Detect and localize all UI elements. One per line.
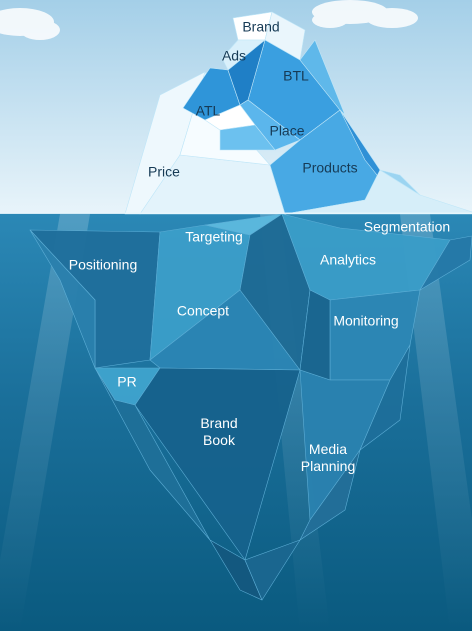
- label-positioning: Positioning: [68, 256, 138, 273]
- label-media-planning: Media Planning: [300, 441, 356, 474]
- label-segmentation: Segmentation: [363, 218, 451, 235]
- cloud-right: [312, 0, 418, 28]
- label-price: Price: [148, 163, 180, 180]
- label-brand-book: Brand Book: [200, 415, 238, 448]
- label-concept: Concept: [176, 302, 230, 319]
- label-pr: PR: [117, 373, 137, 390]
- label-place: Place: [269, 122, 305, 139]
- label-ads: Ads: [221, 47, 247, 64]
- label-analytics: Analytics: [319, 251, 377, 268]
- iceberg-base: [29, 213, 472, 601]
- label-products: Products: [302, 159, 358, 176]
- label-targeting: Targeting: [185, 228, 243, 245]
- cloud-left: [0, 8, 60, 40]
- iceberg-tip: [124, 11, 472, 215]
- label-atl: ATL: [195, 102, 221, 119]
- label-monitoring: Monitoring: [333, 312, 399, 329]
- label-btl: BTL: [283, 67, 309, 84]
- label-brand: Brand: [242, 18, 280, 35]
- waterline: [0, 212, 472, 214]
